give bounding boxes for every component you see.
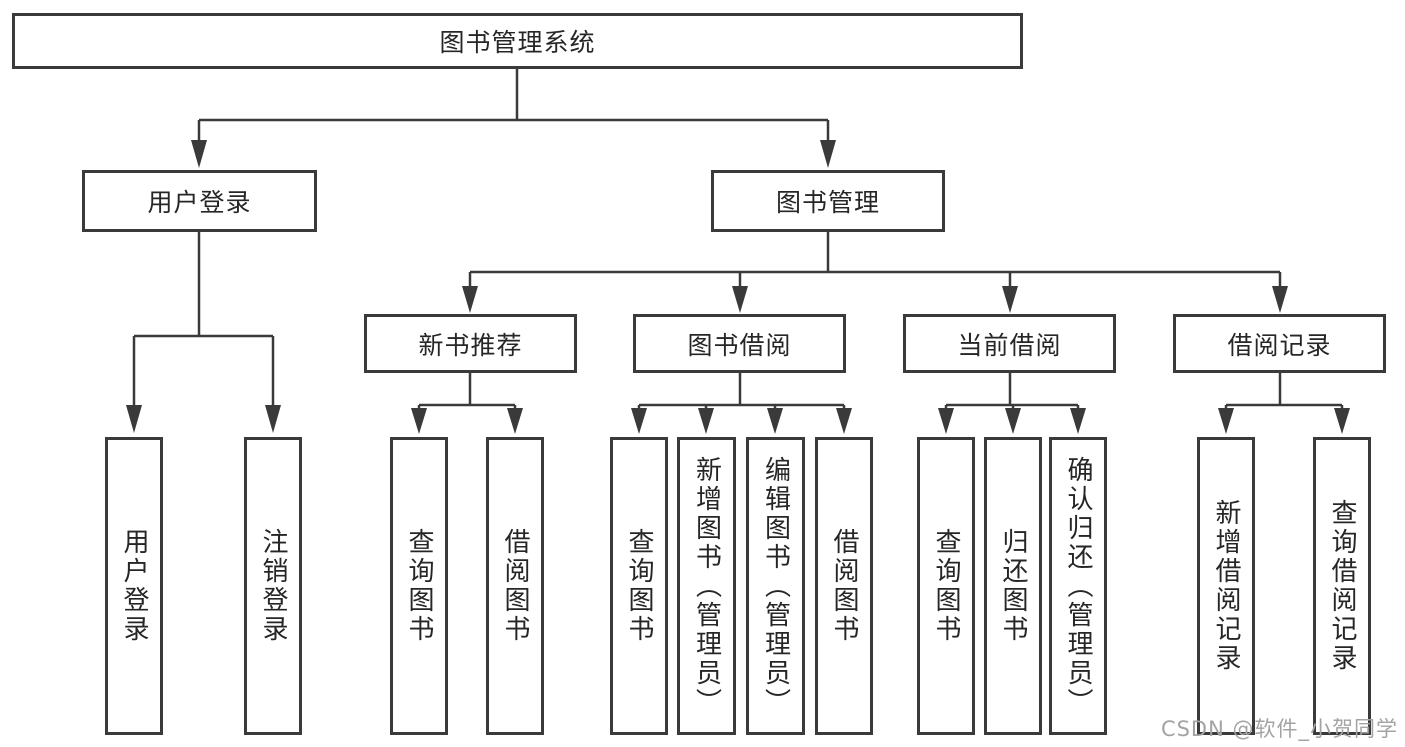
leaf-return-book: 归还图书 xyxy=(984,437,1042,735)
arrowhead xyxy=(265,405,281,433)
arrowhead xyxy=(836,408,852,434)
leaf-add-book-admin: 新增图书（管理员） xyxy=(677,437,736,735)
arrowhead xyxy=(462,286,478,313)
csdn-watermark: CSDN @软件_小贺同学 xyxy=(1160,717,1398,741)
leaf-user-login: 用户登录 xyxy=(105,437,163,735)
node-current-borrow: 当前借阅 xyxy=(903,314,1116,373)
leaf-add-borrow-record: 新增借阅记录 xyxy=(1197,437,1255,735)
leaf-edit-book-admin: 编辑图书（管理员） xyxy=(746,437,805,735)
arrowhead xyxy=(1002,286,1018,313)
arrowhead xyxy=(631,408,647,434)
leaf-borrow-books-recommend: 借阅图书 xyxy=(486,437,544,735)
leaf-logout-login: 注销登录 xyxy=(244,437,302,735)
node-root-library-system: 图书管理系统 xyxy=(12,13,1023,69)
arrowhead xyxy=(1272,286,1288,313)
node-book-management: 图书管理 xyxy=(711,170,945,232)
arrowhead xyxy=(767,408,783,434)
arrowhead xyxy=(507,408,523,434)
arrowhead xyxy=(1070,408,1086,434)
leaf-borrow-books-2: 借阅图书 xyxy=(815,437,873,735)
arrowhead xyxy=(1218,408,1234,434)
arrowhead xyxy=(126,405,142,433)
arrowhead xyxy=(191,140,207,168)
node-borrow-records: 借阅记录 xyxy=(1173,314,1386,373)
leaf-query-books-recommend: 查询图书 xyxy=(390,437,448,735)
node-new-book-recommend: 新书推荐 xyxy=(364,314,577,373)
arrowhead xyxy=(698,408,714,434)
arrowhead xyxy=(938,408,954,434)
leaf-confirm-return-admin: 确认归还（管理员） xyxy=(1049,437,1107,735)
arrowhead xyxy=(732,286,748,313)
arrowhead xyxy=(411,408,427,434)
arrowhead xyxy=(1334,408,1350,434)
leaf-query-books-borrow: 查询图书 xyxy=(610,437,668,735)
leaf-query-borrow-record: 查询借阅记录 xyxy=(1313,437,1371,735)
arrowhead xyxy=(820,140,836,168)
node-user-login: 用户登录 xyxy=(82,170,317,232)
leaf-query-books-current: 查询图书 xyxy=(917,437,975,735)
node-book-borrow: 图书借阅 xyxy=(633,314,846,373)
arrowhead xyxy=(1005,408,1021,434)
